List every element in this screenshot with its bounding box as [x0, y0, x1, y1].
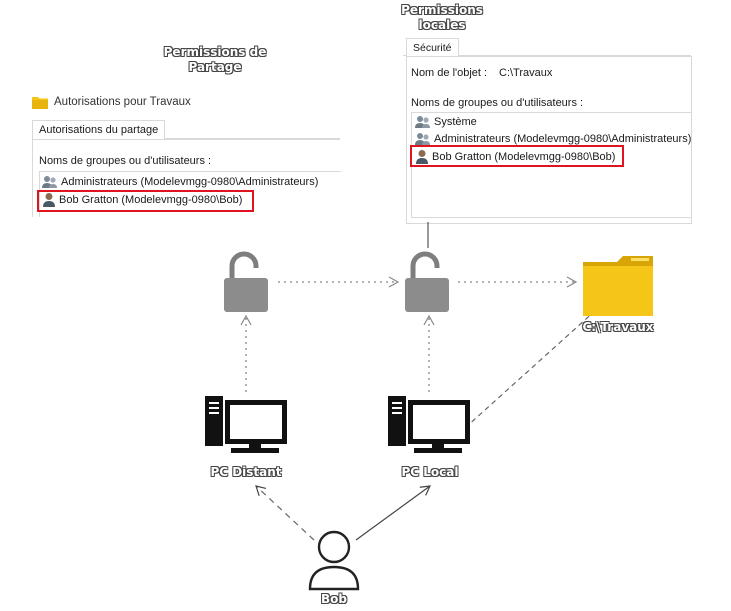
- share-permissions-dialog: Autorisations pour Travaux Autorisations…: [28, 90, 341, 217]
- share-dialog-title: Autorisations pour Travaux: [54, 96, 191, 108]
- list-item-bob[interactable]: Bob Gratton (Modelevmgg-0980\Bob): [42, 192, 242, 207]
- list-item-bob[interactable]: Bob Gratton (Modelevmgg-0980\Bob): [415, 149, 615, 164]
- highlight-box-security-bob: [410, 145, 624, 167]
- share-list-header: Noms de groupes ou d'utilisateurs :: [39, 155, 212, 167]
- local-permissions-label: Permissions locales: [372, 3, 512, 33]
- list-item-label: Bob Gratton (Modelevmgg-0980\Bob): [59, 193, 243, 206]
- list-item-label: Administrateurs (Modelevmgg-0980\Adminis…: [434, 133, 692, 145]
- tab-share-permissions[interactable]: Autorisations du partage: [32, 120, 166, 140]
- open-lock-icon: [405, 251, 449, 312]
- user-label: Bob: [321, 592, 347, 606]
- folder-icon: [583, 256, 653, 316]
- share-dialog-tabbar: [32, 120, 340, 139]
- share-permissions-label-line2: Partage: [188, 60, 242, 74]
- computer-icon: [205, 396, 287, 453]
- list-item-system[interactable]: Système: [415, 115, 477, 129]
- security-dialog: Sécurité Nom de l'objet : C:\Travaux Nom…: [403, 36, 692, 224]
- highlight-box-share-bob: [37, 190, 254, 212]
- user-icon: [43, 193, 55, 207]
- list-item-label: Bob Gratton (Modelevmgg-0980\Bob): [432, 150, 616, 163]
- tab-security[interactable]: Sécurité: [406, 38, 459, 58]
- folder-icon: [32, 96, 48, 109]
- object-name-value: C:\Travaux: [499, 67, 553, 79]
- person-icon: [308, 530, 360, 591]
- users-group-icon: [415, 133, 430, 145]
- computer-icon: [388, 396, 470, 453]
- security-dialog-tabbar: [403, 38, 691, 56]
- share-user-list: [39, 171, 341, 217]
- security-list-header: Noms de groupes ou d'utilisateurs :: [411, 97, 584, 109]
- users-group-icon: [42, 176, 57, 188]
- user-icon: [416, 150, 428, 164]
- list-item-label: Système: [434, 116, 477, 128]
- users-group-icon: [415, 116, 430, 128]
- list-item-label: Administrateurs (Modelevmgg-0980\Adminis…: [61, 176, 319, 188]
- share-dialog-titlebar: Autorisations pour Travaux: [28, 90, 340, 114]
- arrow-bob-to-pc-remote: [255, 485, 315, 541]
- object-name-label: Nom de l'objet :: [411, 67, 488, 79]
- local-permissions-label-line1: Permissions: [401, 3, 483, 17]
- open-lock-icon: [224, 251, 268, 312]
- pc-local-label: PC Local: [401, 465, 459, 479]
- pc-remote-label: PC Distant: [210, 465, 282, 479]
- list-item-administrators[interactable]: Administrateurs (Modelevmgg-0980\Adminis…: [415, 132, 691, 146]
- share-permissions-label-line1: Permissions de: [163, 45, 267, 59]
- local-permissions-label-line2: locales: [418, 18, 466, 32]
- share-permissions-label: Permissions de Partage: [140, 45, 290, 75]
- list-item-administrators[interactable]: Administrateurs (Modelevmgg-0980\Adminis…: [42, 175, 318, 189]
- share-dialog-content: [32, 139, 340, 217]
- arrow-bob-to-pc-local: [355, 485, 431, 541]
- folder-label: C:\Travaux: [582, 320, 654, 334]
- security-dialog-content: [406, 56, 692, 224]
